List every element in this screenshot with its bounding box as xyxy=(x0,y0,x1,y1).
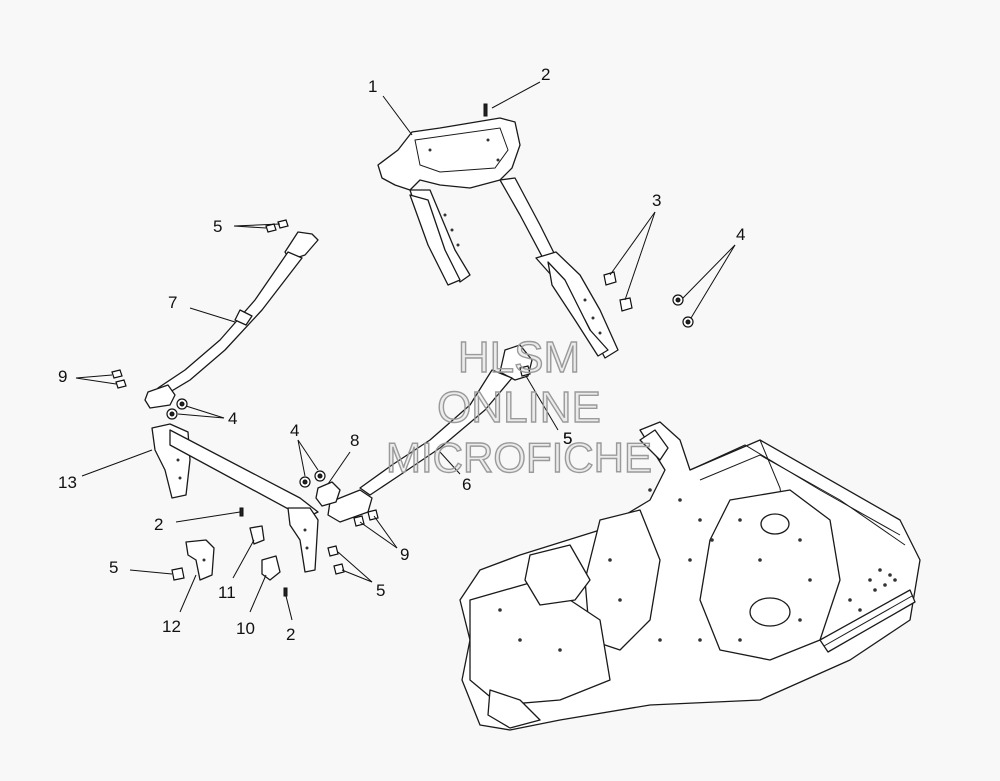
bracket-8 xyxy=(315,481,341,507)
watermark: HLSM ONLINE MICROFICHE xyxy=(385,332,652,481)
callout-2: 2 xyxy=(154,515,163,534)
callout-5: 5 xyxy=(563,429,572,448)
callout-11: 11 xyxy=(218,583,236,602)
callout-1: 1 xyxy=(368,77,377,96)
callout-5: 5 xyxy=(213,217,222,236)
callout-10: 10 xyxy=(236,619,255,638)
callout-8: 8 xyxy=(350,431,359,450)
callout-12: 12 xyxy=(162,617,181,636)
callout-4: 4 xyxy=(228,409,237,428)
callout-13: 13 xyxy=(58,473,77,492)
callout-9: 9 xyxy=(58,367,67,386)
upper-hoop-assembly xyxy=(377,117,619,359)
callout-7: 7 xyxy=(168,293,177,312)
right-support-tube xyxy=(327,344,533,523)
chassis-frame xyxy=(459,421,921,731)
callout-6: 6 xyxy=(462,475,471,494)
watermark-line-1: HLSM xyxy=(458,333,580,382)
cross-brace-13 xyxy=(151,423,319,573)
callout-5: 5 xyxy=(563,429,572,448)
callout-2: 2 xyxy=(286,625,295,644)
watermark-line-2: ONLINE xyxy=(437,383,601,432)
callout-4: 4 xyxy=(290,421,299,440)
leader-lines xyxy=(75,81,736,621)
hardware xyxy=(111,103,694,597)
callout-3: 3 xyxy=(652,191,661,210)
callout-2: 2 xyxy=(541,65,550,84)
watermark-line-3: MICROFICHE xyxy=(386,434,652,481)
clip-11 xyxy=(249,525,265,545)
callout-5: 5 xyxy=(376,581,385,600)
callout-labels: 1 2 3 4 5 5 7 9 4 13 4 8 5 6 2 9 5 11 12… xyxy=(58,65,745,644)
plate-10 xyxy=(261,555,281,581)
callout-4: 4 xyxy=(736,225,745,244)
left-support-tube xyxy=(144,231,319,409)
bracket-12 xyxy=(185,539,215,581)
callout-5: 5 xyxy=(109,558,118,577)
callout-9: 9 xyxy=(400,545,409,564)
